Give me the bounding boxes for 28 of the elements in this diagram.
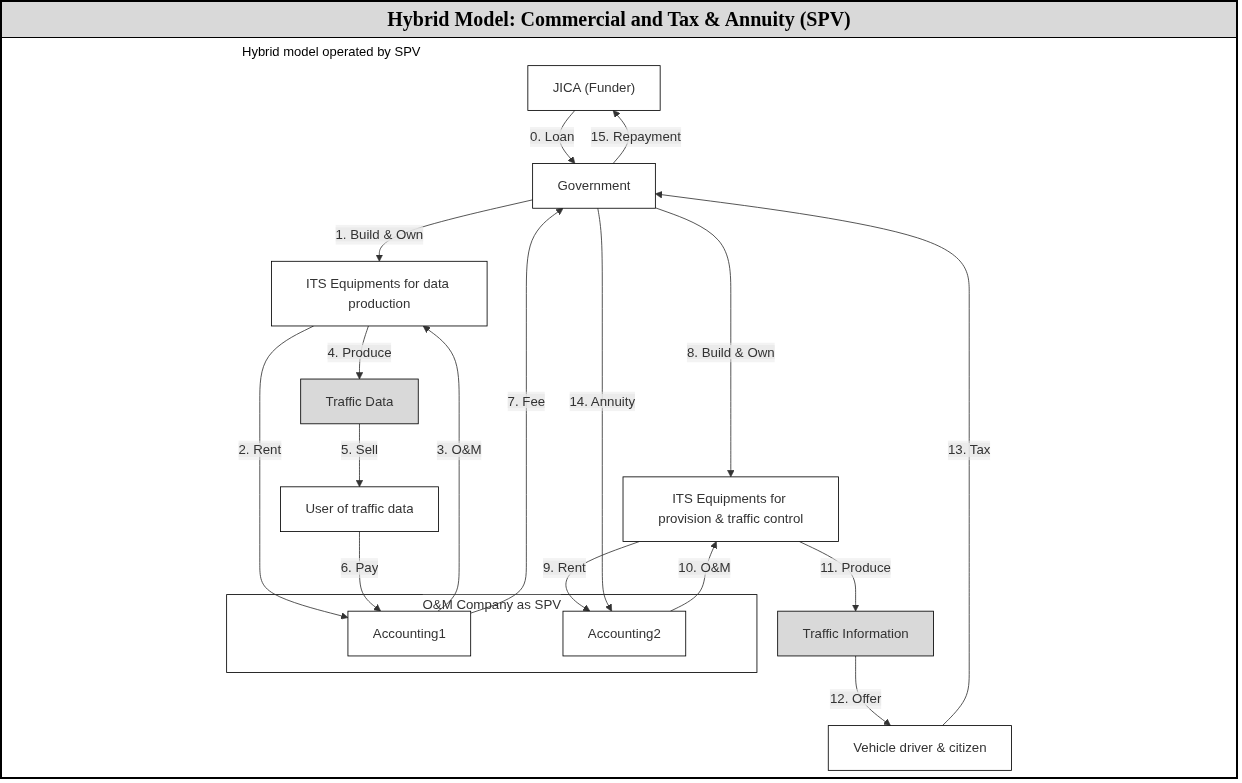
- edge-label: 9. Rent: [542, 560, 586, 575]
- edge-label: 5. Sell: [340, 442, 378, 457]
- node-box: Accounting2: [562, 610, 687, 657]
- node-box: Vehicle driver & citizen: [827, 725, 1012, 771]
- edge-label: 1. Build & Own: [335, 227, 424, 242]
- node-box: ITS Equipments for provision & traffic control: [622, 476, 839, 542]
- edge-label: 15. Repayment: [590, 129, 681, 144]
- edge-label: 3. O&M: [436, 442, 482, 457]
- edge-label: 14. Annuity: [569, 393, 636, 409]
- edge-label: 2. Rent: [238, 442, 282, 457]
- node-box: Government: [532, 163, 656, 209]
- edge-label: 7. Fee: [507, 393, 546, 409]
- edge-label: 10. O&M: [678, 560, 731, 575]
- edge-label: 12. Offer: [829, 691, 882, 706]
- node-box: Traffic Information: [777, 610, 934, 657]
- node-box: ITS Equipments for data production: [271, 260, 488, 327]
- edge-label: 11. Produce: [820, 560, 891, 575]
- edge-label: 8. Build & Own: [686, 345, 775, 360]
- title: Hybrid Model: Commercial and Tax & Annuity (SPV): [2, 2, 1236, 38]
- node-box: JICA (Funder): [527, 65, 661, 111]
- node-box: User of traffic data: [280, 486, 439, 532]
- edge-label: 0. Loan: [529, 129, 575, 144]
- node-box: Traffic Data: [300, 378, 419, 425]
- edge-label: 4. Produce: [327, 345, 392, 360]
- edge-label: 13. Tax: [947, 442, 991, 457]
- note-text: Hybrid model operated by SPV: [242, 44, 421, 59]
- edge-label: 6. Pay: [340, 560, 379, 575]
- node-box: Accounting1: [347, 610, 472, 657]
